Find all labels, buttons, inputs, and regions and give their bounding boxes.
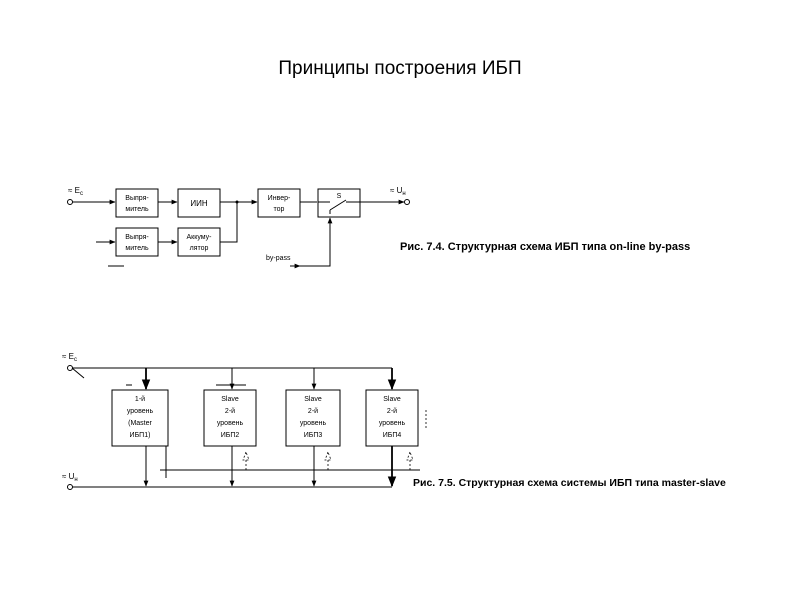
switch-block (317, 188, 361, 218)
ups3-block (285, 389, 341, 447)
ups3-line-1: Slave (304, 396, 322, 403)
ups4-line-4: ИБП4 (383, 432, 402, 439)
ups3-line-2: 2-й (308, 407, 318, 415)
ups2-line-3: уровень (217, 420, 244, 427)
battery-label-1: Аккуму- (186, 234, 212, 241)
fig75-caption: Рис. 7.5. Структурная схема системы ИБП … (413, 477, 726, 489)
fig75-input-label: ≈ Ec (62, 352, 77, 363)
ups4-line-2: 2-й (387, 407, 397, 415)
fig74-caption: Рис. 7.4. Структурная схема ИБП типа on-… (400, 241, 690, 253)
ups3-line-4: ИБП3 (304, 432, 323, 439)
ups4-line-3: уровень (379, 420, 406, 427)
page-title: Принципы построения ИБП (278, 58, 522, 79)
fig74-input-label: ≈ Ec (68, 186, 83, 197)
rectifier-2-label-1: Выпря- (125, 234, 149, 241)
figure-7-4: ≈ Ec Выпря- митель ИИН Инвер- тор S ≈ Uн… (67, 186, 410, 269)
switch-label: S (337, 193, 342, 200)
ups3-line-3: уровень (300, 420, 327, 427)
ups1-block (111, 389, 169, 447)
battery-label-2: лятор (190, 245, 209, 252)
rectifier-1-label-2: митель (125, 206, 149, 213)
figure-7-5: ≈ Ec ≈ Uн 1-й уровень (Master ИБП1) Slav… (62, 352, 427, 490)
ups2-block (203, 389, 257, 447)
bus-output-terminal (67, 484, 73, 490)
rectifier-1-block (115, 188, 159, 218)
output-terminal (404, 199, 410, 205)
bus-input-terminal (67, 365, 73, 371)
ups1-line-3: (Master (128, 420, 152, 427)
fig75-output-label: ≈ Uн (62, 472, 78, 483)
inverter-block (257, 188, 301, 218)
inverter-label-2: тор (274, 206, 285, 213)
ups1-line-2: уровень (127, 408, 154, 415)
iin-block (177, 188, 221, 218)
ups2-line-1: Slave (221, 396, 239, 403)
input-terminal (67, 199, 73, 205)
inverter-label-1: Инвер- (268, 195, 291, 202)
ups4-block (365, 389, 419, 447)
ups4-line-1: Slave (383, 396, 401, 403)
iin-label: ИИН (190, 199, 208, 208)
ups2-line-4: ИБП2 (221, 432, 240, 439)
ups1-line-1: 1-й (135, 395, 145, 403)
rectifier-2-block (115, 227, 159, 257)
rectifier-1-label-1: Выпря- (125, 195, 149, 202)
fig74-output-label: ≈ Uн (390, 186, 406, 197)
ups1-line-4: ИБП1) (130, 432, 151, 439)
bypass-label: by-pass (266, 255, 291, 262)
ups2-line-2: 2-й (225, 407, 235, 415)
battery-block (177, 227, 221, 257)
rectifier-2-label-2: митель (125, 245, 149, 252)
